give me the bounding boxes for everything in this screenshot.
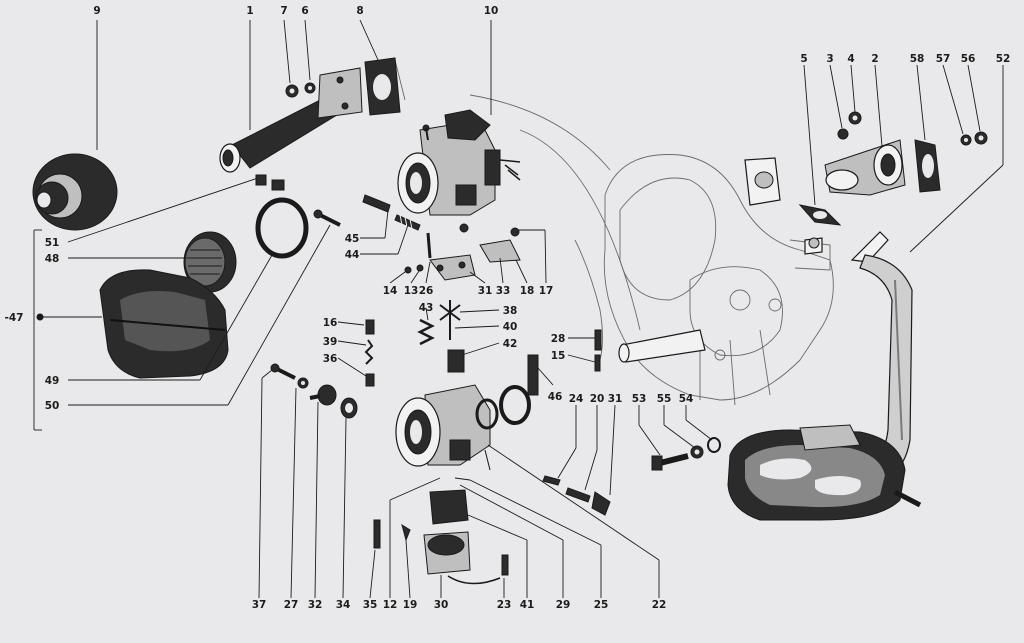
- callout-8: 8: [356, 5, 363, 17]
- callout-47-dot: [36, 313, 44, 321]
- callout-28: 28: [551, 333, 566, 345]
- gasket-part-5: [798, 204, 842, 226]
- callout-2: 2: [871, 53, 878, 65]
- bracket-parts-26-31-33: [404, 223, 521, 281]
- callout-30: 30: [434, 599, 449, 611]
- callout-37: 37: [252, 599, 267, 611]
- callout-27: 27: [284, 599, 299, 611]
- callout-57: 57: [936, 53, 951, 65]
- engine-intake-stub: [618, 157, 823, 363]
- callout-47: -47: [5, 312, 24, 324]
- callout-51: 51: [45, 237, 60, 249]
- screw-parts-37-27-32-34: [270, 363, 358, 419]
- callout-16: 16: [323, 317, 338, 329]
- callout-15: 15: [551, 350, 566, 362]
- callout-35: 35: [363, 599, 378, 611]
- callout-3: 3: [826, 53, 833, 65]
- callout-46: 46: [548, 391, 563, 403]
- callout-20: 20: [590, 393, 605, 405]
- callout-41: 41: [520, 599, 535, 611]
- small-parts-16-39-36: [364, 319, 375, 387]
- nut-parts-56-57: [960, 131, 988, 146]
- callout-6: 6: [301, 5, 308, 17]
- callout-17: 17: [539, 285, 554, 297]
- exhaust-pipe-part: [850, 231, 913, 479]
- callout-10: 10: [484, 5, 499, 17]
- callout-45: 45: [345, 233, 360, 245]
- callout-32: 32: [308, 599, 323, 611]
- clamp-ring-part: [255, 174, 309, 259]
- intake-pipe-part: [219, 67, 363, 173]
- callout-39: 39: [323, 336, 338, 348]
- small-parts-44-45: [362, 194, 421, 231]
- callout-1: 1: [246, 5, 253, 17]
- air-box-housing-part: [99, 269, 229, 379]
- callout-12: 12: [383, 599, 398, 611]
- small-parts-38-43-40-42: [417, 300, 465, 373]
- callout-34: 34: [336, 599, 351, 611]
- callout-31-top: 31: [478, 285, 493, 297]
- callout-18: 18: [520, 285, 535, 297]
- callout-4: 4: [847, 53, 854, 65]
- callout-48: 48: [45, 253, 60, 265]
- callout-31-bottom: 31: [608, 393, 623, 405]
- callout-29: 29: [556, 599, 571, 611]
- callout-19: 19: [403, 599, 418, 611]
- air-cleaner-cover-part: [32, 153, 118, 231]
- nut-washer-parts-3-4: [837, 111, 862, 140]
- callout-40: 40: [503, 321, 518, 333]
- callout-42: 42: [503, 338, 518, 350]
- callout-14: 14: [383, 285, 398, 297]
- small-parts-bottom: [373, 329, 611, 576]
- callout-labels: 9 1 7 6 8 10 51 48 -47 49 50 45 44 14 13…: [5, 5, 1011, 611]
- callout-13: 13: [404, 285, 419, 297]
- callout-54: 54: [679, 393, 694, 405]
- callout-25: 25: [594, 599, 609, 611]
- callout-44: 44: [345, 249, 360, 261]
- air-filter-element-part: [183, 231, 237, 293]
- screw-part-50: [313, 209, 341, 227]
- callout-50: 50: [45, 400, 60, 412]
- callout-43: 43: [419, 302, 434, 314]
- carburetor-assembly-part: [397, 109, 521, 216]
- callout-49: 49: [45, 375, 60, 387]
- leader-lines: [33, 19, 1004, 599]
- callout-52: 52: [996, 53, 1011, 65]
- silencer-part: [727, 424, 922, 521]
- clamp-part-46: [499, 354, 539, 425]
- callout-38: 38: [503, 305, 518, 317]
- flange-part-2: [824, 139, 906, 196]
- callout-26: 26: [419, 285, 434, 297]
- gasket-part-8: [364, 57, 401, 116]
- callout-7: 7: [280, 5, 287, 17]
- callout-55: 55: [657, 393, 672, 405]
- callout-5: 5: [800, 53, 807, 65]
- callout-24: 24: [569, 393, 584, 405]
- gasket-part-58: [914, 139, 941, 193]
- washer-parts-6-7: [285, 82, 316, 98]
- carburetor-body-part: [395, 384, 499, 467]
- callout-9: 9: [93, 5, 100, 17]
- callout-56: 56: [961, 53, 976, 65]
- callout-58: 58: [910, 53, 925, 65]
- bolt-parts-53-55-54: [651, 437, 721, 471]
- callout-22: 22: [652, 599, 667, 611]
- callout-36: 36: [323, 353, 338, 365]
- float-bowl-part: [423, 489, 501, 585]
- callout-33: 33: [496, 285, 511, 297]
- callout-53: 53: [632, 393, 647, 405]
- callout-23: 23: [497, 599, 512, 611]
